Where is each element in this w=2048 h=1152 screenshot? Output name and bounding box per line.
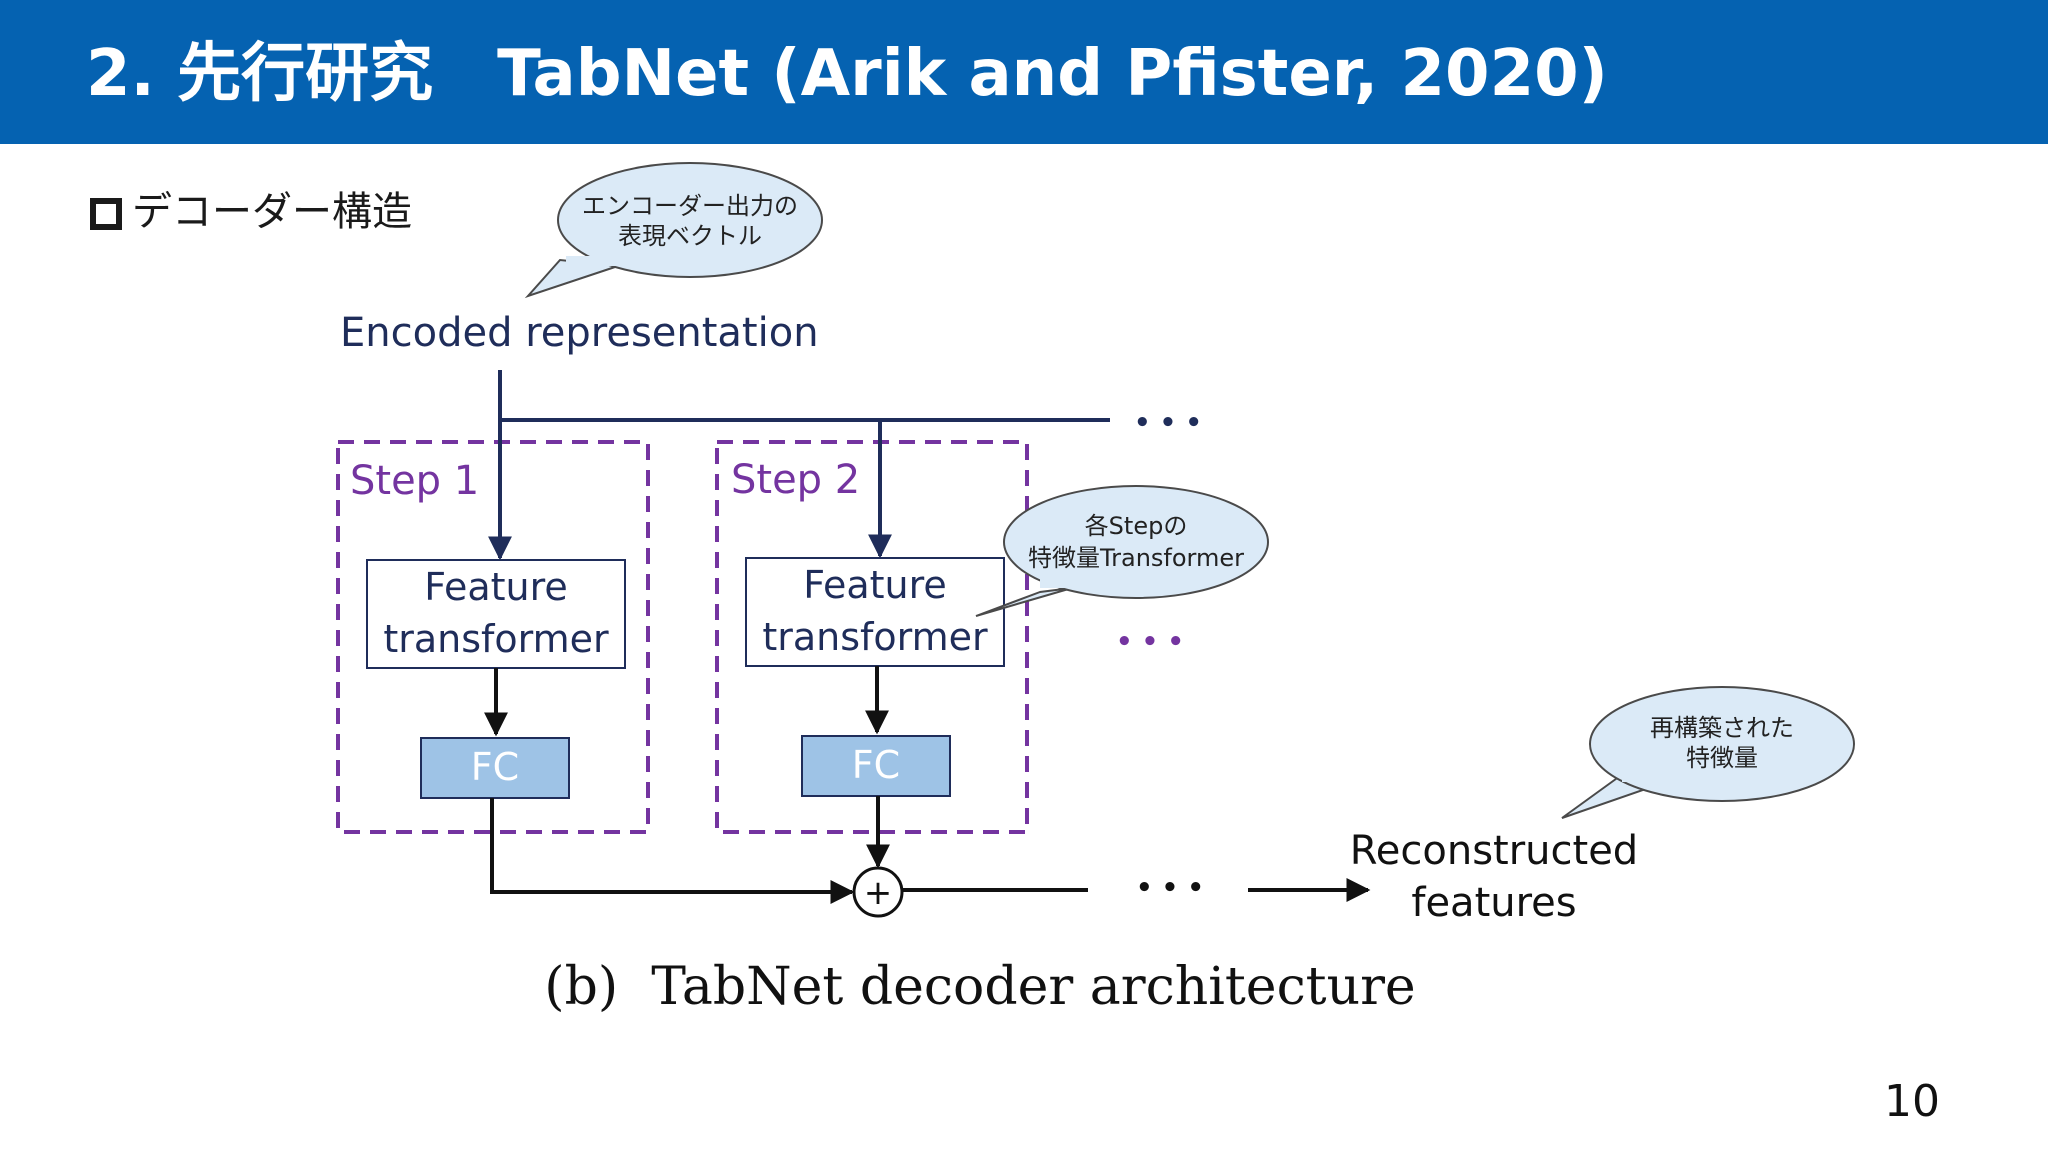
steps-ellipsis: • • • <box>1116 627 1184 657</box>
step-2: Step 2 Feature transformer FC <box>715 420 1029 834</box>
step-2-feature-line2: transformer <box>762 615 988 659</box>
step-1-feature-line2: transformer <box>383 617 609 661</box>
step-1-frame <box>336 440 650 834</box>
step-1-fc <box>420 737 570 799</box>
callout-reconstructed: 再構築された 特徴量 <box>1561 686 1855 819</box>
step-2-feature-transformer <box>745 557 1005 667</box>
encoded-representation-label: Encoded representation <box>340 310 819 356</box>
step-2-fc <box>801 735 951 797</box>
bus-ellipsis: • • • <box>1134 408 1202 438</box>
step-1: Step 1 Feature transformer FC <box>336 420 650 834</box>
slide-title: 2. 先行研究 TabNet (Arik and Pfister, 2020) <box>86 37 1608 111</box>
callout-step-line2: 特徴量Transformer <box>1028 544 1244 572</box>
step-2-label: Step 2 <box>731 457 860 503</box>
callout-encoder-line2: 表現ベクトル <box>618 222 762 250</box>
page-number: 10 <box>1884 1076 1940 1127</box>
callout-step: 各Stepの 特徴量Transformer <box>975 485 1269 617</box>
figure-caption: (b) TabNet decoder architecture <box>544 957 1415 1017</box>
square-bullet-icon <box>88 196 124 232</box>
step-2-feature-line1: Feature <box>803 563 947 607</box>
step-2-frame <box>715 440 1029 834</box>
callout-encoder: エンコーダー出力の 表現ベクトル <box>524 162 823 299</box>
step-1-feature-line1: Feature <box>424 565 568 609</box>
bullet-text: デコーダー構造 <box>132 189 412 235</box>
callout-step-line1: 各Stepの <box>1085 512 1188 540</box>
step-1-output-line <box>490 798 855 904</box>
reconstructed-features-line2: features <box>1411 880 1576 926</box>
callout-reconstructed-line2: 特徴量 <box>1686 744 1758 772</box>
slide-header: 2. 先行研究 TabNet (Arik and Pfister, 2020) <box>0 0 2048 144</box>
callout-reconstructed-line1: 再構築された <box>1650 714 1794 742</box>
output-ellipsis: • • • <box>1136 873 1204 903</box>
step-1-feature-transformer <box>366 559 626 669</box>
step-1-label: Step 1 <box>350 458 479 504</box>
step-2-fc-label: FC <box>852 743 900 787</box>
reconstructed-features-line1: Reconstructed <box>1350 828 1638 874</box>
callout-encoder-line1: エンコーダー出力の <box>582 192 798 220</box>
step-1-fc-label: FC <box>471 745 519 789</box>
sum-symbol: + <box>864 873 893 913</box>
